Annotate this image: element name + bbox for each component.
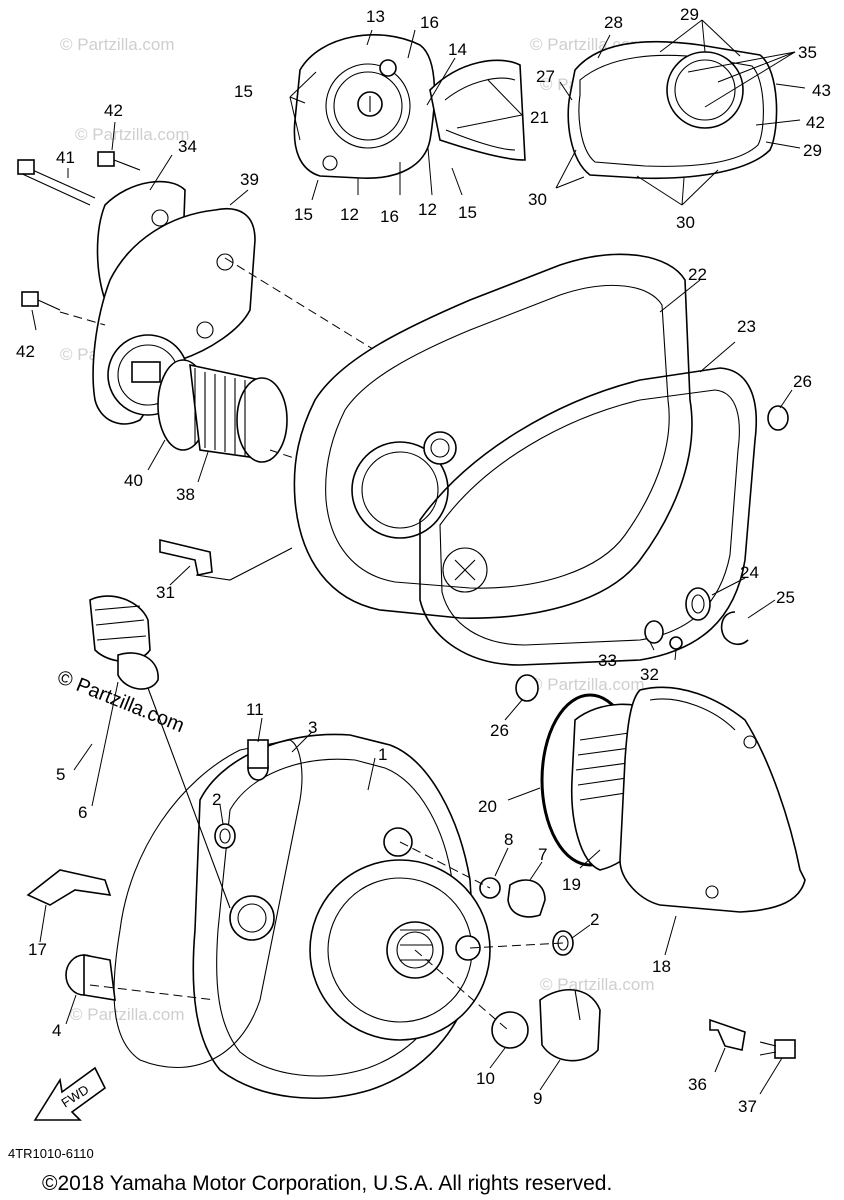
callout-26: 26 (793, 372, 812, 391)
callout-15: 15 (458, 203, 477, 222)
callout-1: 1 (378, 745, 387, 764)
callout-21: 21 (530, 108, 549, 127)
watermark: © Partzilla.com (60, 35, 175, 54)
callout-2: 2 (590, 910, 599, 929)
callout-34: 34 (178, 137, 197, 156)
callout-43: 43 (812, 81, 831, 100)
copyright-notice: ©2018 Yamaha Motor Corporation, U.S.A. A… (42, 1172, 612, 1195)
callout-11: 11 (246, 700, 264, 719)
bracket (159, 538, 293, 586)
callout-30: 30 (676, 213, 695, 232)
callout-4: 4 (52, 1021, 61, 1040)
callout-14: 14 (448, 40, 467, 59)
callout-12: 12 (418, 200, 437, 219)
callout-10: 10 (476, 1069, 495, 1088)
callout-31: 31 (156, 583, 175, 602)
crankcase-cover (293, 253, 701, 619)
callout-29: 29 (803, 141, 822, 160)
callout-28: 28 (604, 13, 623, 32)
crankcase-gasket (419, 341, 758, 666)
callout-2: 2 (212, 790, 221, 809)
callout-32: 32 (640, 665, 659, 684)
bracket-and-bolt (709, 1018, 796, 1095)
callout-38: 38 (176, 485, 195, 504)
watermark: © Partzilla.com (70, 1005, 185, 1024)
fwd-arrow: FWD (33, 1066, 107, 1121)
left-crankcase-cover (192, 733, 491, 1099)
plugs-and-seals (26, 595, 601, 1091)
callout-42: 42 (16, 342, 35, 361)
callout-5: 5 (56, 765, 65, 784)
callout-41: 41 (56, 148, 75, 167)
callout-18: 18 (652, 957, 671, 976)
clutch-cover-small (555, 19, 806, 206)
seals-and-dowels (504, 389, 793, 721)
callout-15: 15 (234, 82, 253, 101)
callout-39: 39 (240, 170, 259, 189)
callout-27: 27 (536, 67, 555, 86)
diagram-code: 4TR1010-6110 (8, 1146, 94, 1161)
callout-16: 16 (380, 207, 399, 226)
callout-labels: 1 2 2 3 4 5 6 7 8 9 10 11 12 12 13 14 15… (16, 5, 831, 1116)
callout-12: 12 (340, 205, 359, 224)
callout-40: 40 (124, 471, 143, 490)
watermark: © Partzilla.com (75, 125, 190, 144)
callout-9: 9 (533, 1089, 542, 1108)
callout-23: 23 (737, 317, 756, 336)
callout-26: 26 (490, 721, 509, 740)
oil-filter (147, 257, 416, 483)
callout-7: 7 (538, 845, 547, 864)
callout-6: 6 (78, 803, 87, 822)
callout-35: 35 (798, 43, 817, 62)
generator-cover-small (289, 29, 526, 201)
callout-36: 36 (688, 1075, 707, 1094)
stator-cover (507, 686, 806, 956)
callout-13: 13 (366, 7, 385, 26)
callout-42: 42 (806, 113, 825, 132)
callout-19: 19 (562, 875, 581, 894)
callout-15: 15 (294, 205, 313, 224)
callout-20: 20 (478, 797, 497, 816)
callout-25: 25 (776, 588, 795, 607)
callout-22: 22 (688, 265, 707, 284)
callout-8: 8 (504, 830, 513, 849)
callout-17: 17 (28, 940, 47, 959)
callout-16: 16 (420, 13, 439, 32)
oil-filter-cover (17, 121, 256, 425)
watermark: © Partzilla.com (530, 675, 645, 694)
callout-42: 42 (104, 101, 123, 120)
left-cover-gasket (113, 731, 313, 1068)
callout-3: 3 (308, 718, 317, 737)
callout-33: 33 (598, 651, 617, 670)
callout-24: 24 (740, 563, 759, 582)
callout-29: 29 (680, 5, 699, 24)
callout-30: 30 (528, 190, 547, 209)
callout-37: 37 (738, 1097, 757, 1116)
